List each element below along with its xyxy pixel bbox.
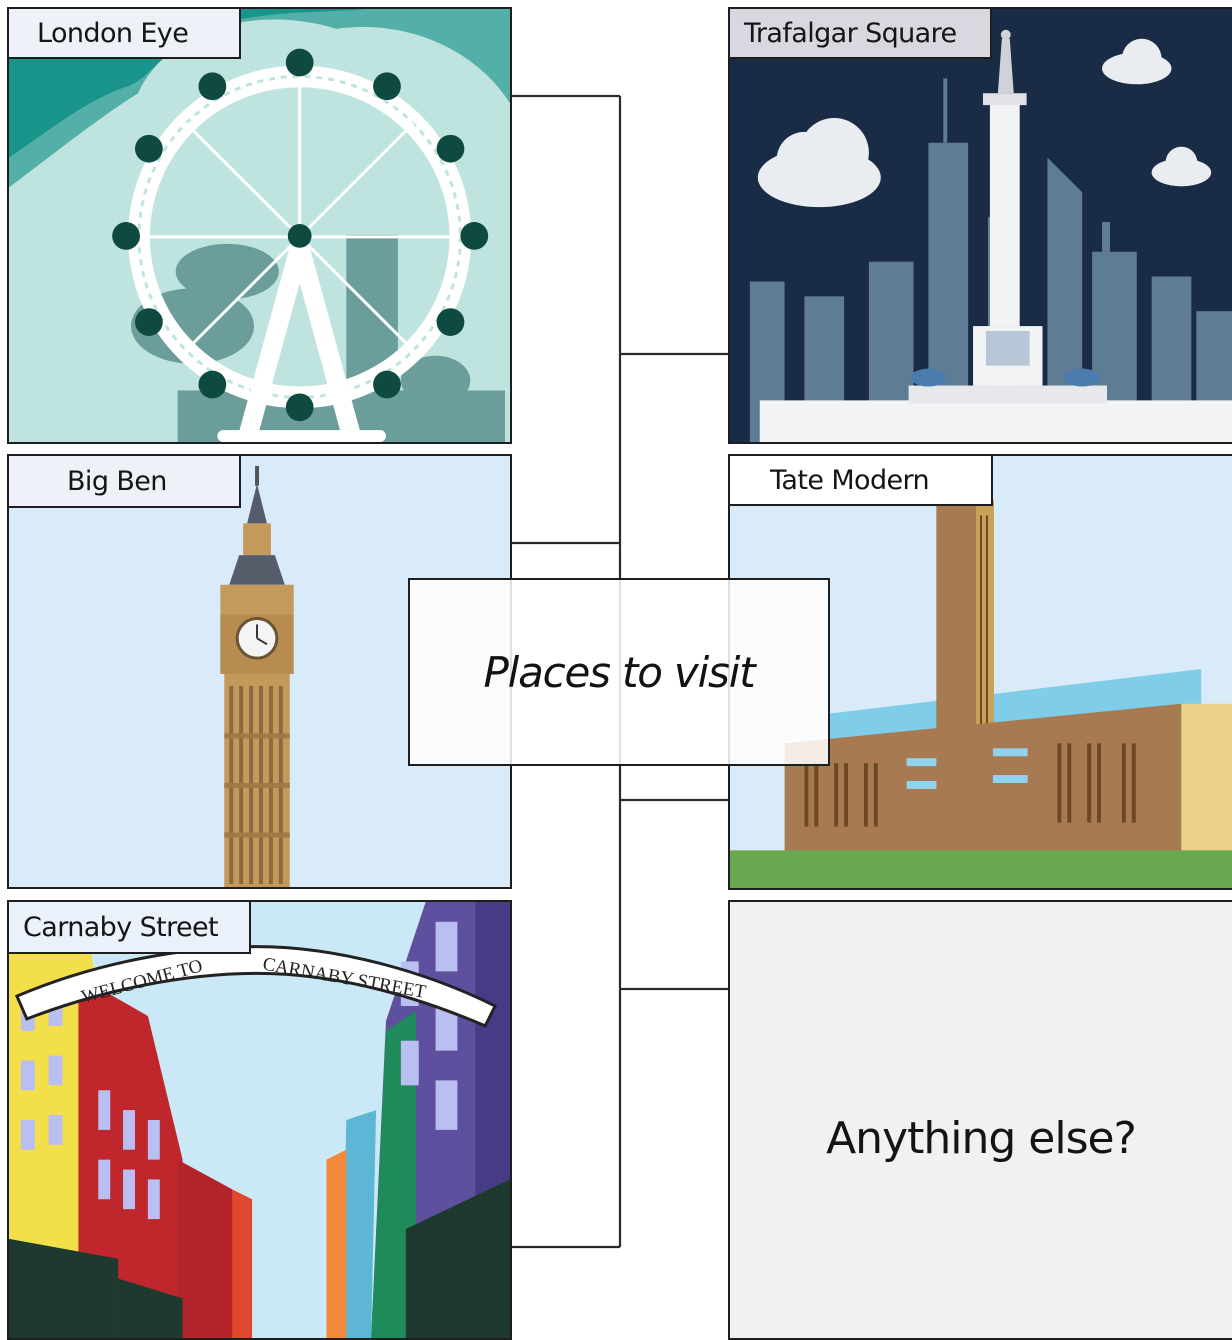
panel-carnaby-street: WELCOME TO CARNABY STREET Carnaby Street [7,900,512,1340]
tate-modern-illustration [730,456,1232,888]
label-big-ben: Big Ben [9,456,241,508]
trafalgar-square-illustration [730,9,1232,442]
panel-anything-else: Anything else? [728,900,1232,1340]
label-carnaby-street: Carnaby Street [9,902,251,954]
label-trafalgar-square: Trafalgar Square [730,9,992,59]
london-eye-illustration [9,9,510,442]
panel-tate-modern: Tate Modern [728,454,1232,890]
anything-else-prompt: Anything else? [826,1112,1137,1164]
center-title-box: Places to visit [408,578,830,766]
label-london-eye: London Eye [9,9,241,59]
carnaby-street-illustration: WELCOME TO CARNABY STREET [9,902,510,1338]
diagram-title: Places to visit [483,647,756,697]
panel-london-eye: London Eye [7,7,512,444]
label-tate-modern: Tate Modern [730,456,993,506]
panel-trafalgar-square: Trafalgar Square [728,7,1232,444]
